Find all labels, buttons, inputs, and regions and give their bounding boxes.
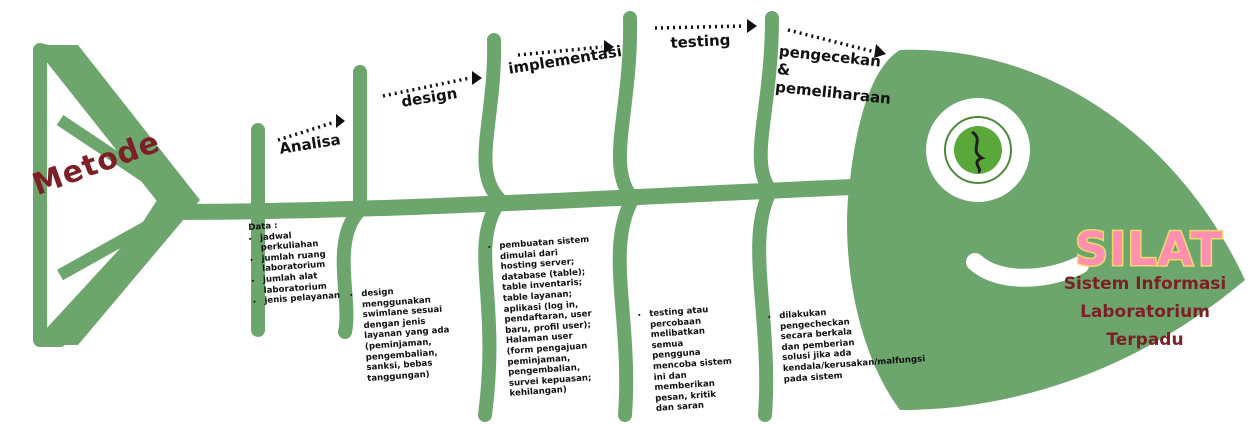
rib-pengecekan-upper [753, 11, 779, 197]
subtitle-line-1: Sistem Informasi [1063, 274, 1227, 294]
note-pengecekan: dilakukan pengecheckan secara berkala da… [768, 306, 926, 386]
note-implementasi: pembuatan sistem dimulai dari hosting se… [488, 235, 604, 401]
fish-mouth [966, 253, 1089, 287]
subtitle-line-3: Terpadu [1106, 330, 1184, 350]
fish-spine [169, 177, 901, 220]
tail-inner-frame [33, 43, 175, 347]
note-testing: testing atau percobaan melibatkan semua … [638, 304, 737, 416]
rib-design-lower [336, 203, 367, 339]
stage-arrows [277, 24, 876, 142]
list-item: pembuatan sistem dimulai dari hosting se… [499, 235, 604, 400]
note-design: design menggunakan swimlane sesuai denga… [350, 282, 464, 385]
list-item: dilakukan pengecheckan secara berkala da… [779, 306, 926, 385]
stage-testing: testing [670, 30, 731, 52]
note-analisa: Data : jadwal perkuliahan jumlah ruang l… [248, 216, 349, 307]
stage-pengecekan: pengecekan & pemeliharaan [774, 42, 892, 108]
rib-implementasi-lower [478, 198, 504, 422]
arrow-4 [654, 24, 746, 30]
rib-implementasi-upper [478, 33, 507, 207]
list-item: design menggunakan swimlane sesuai denga… [361, 282, 464, 384]
list-item: testing atau percobaan melibatkan semua … [649, 304, 737, 415]
arrow-3 [517, 45, 603, 57]
rib-testing-lower [612, 193, 639, 422]
rib-testing-upper [612, 11, 639, 205]
arrow-heads [336, 19, 886, 128]
subtitle-line-2: Laboratorium [1080, 302, 1210, 322]
brand-title: SILAT [1074, 221, 1224, 278]
arrow-1 [277, 120, 336, 142]
rib-pengecekan-lower [752, 185, 777, 422]
